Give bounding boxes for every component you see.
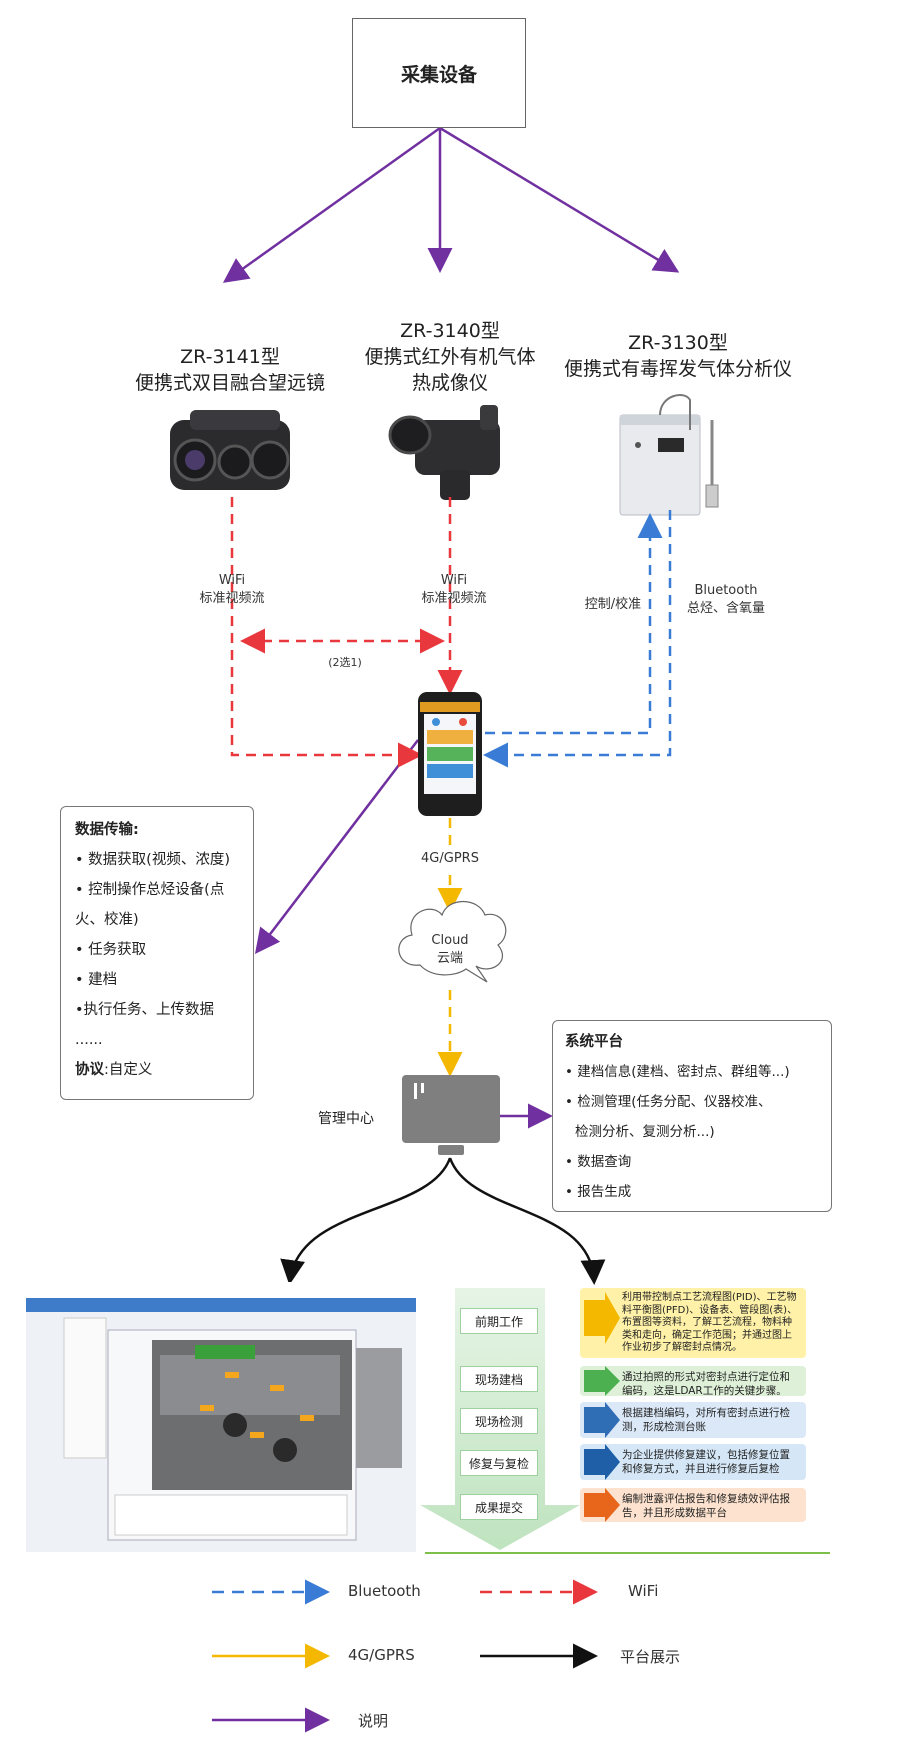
step-5: 成果提交 [460,1494,538,1520]
platform-item: • 数据查询 [565,1154,632,1170]
platform-item: 检测分析、复测分析...) [575,1124,715,1140]
acquisition-device-label: 采集设备 [400,63,477,86]
management-center-icon [402,1075,500,1155]
device-1-title: ZR-3141型 便携式双目融合望远镜 [115,344,345,396]
bluetooth-text: Bluetooth [694,583,758,598]
bluetooth-label: Bluetooth 总烃、含氧量 [676,582,776,618]
desc-5: 编制泄露评估报告和修复绩效评估报告，并且形成数据平台 [622,1493,790,1519]
bluetooth-sub: 总烃、含氧量 [686,601,765,616]
legend-lines [212,1579,598,1733]
device-3-model: ZR-3130型 [628,332,728,354]
data-transfer-item: ...... [75,1032,103,1048]
smartphone-icon [418,692,482,816]
data-transfer-title: 数据传输: [75,822,139,838]
cloud-label: Cloud 云端 [420,932,480,968]
wifi-1-sub: 标准视频流 [199,591,265,606]
device-3-title: ZR-3130型 便携式有毒挥发气体分析仪 [548,330,808,382]
data-transfer-item: • 控制操作总烃设备(点 [75,882,225,898]
legend-platform: 平台展示 [620,1648,681,1666]
cloud-icon [398,901,507,983]
desc-2: 通过拍照的形式对密封点进行定位和编码，这是LDAR工作的关键步骤。 [622,1371,790,1397]
desc-1: 利用带控制点工艺流程图(PID)、工艺物料平衡图(PFD)、设备表、管段图(表)… [622,1292,798,1353]
legend-wifi: WiFi [628,1582,659,1600]
device-2-name2: 热成像仪 [411,372,488,394]
data-transfer-box: 数据传输: • 数据获取(视频、浓度) • 控制操作总烃设备(点 火、校准) •… [60,806,254,1100]
wifi-1-label: WiFi 标准视频流 [186,572,278,608]
thermal-camera-icon [388,405,500,500]
data-transfer-item: • 数据获取(视频、浓度) [75,852,230,868]
data-transfer-item: 火、校准) [75,912,139,928]
wifi-links [230,497,463,768]
platform-item: • 建档信息(建档、密封点、群组等...) [565,1064,790,1080]
bluetooth-links [483,510,672,768]
device-3-name: 便携式有毒挥发气体分析仪 [563,358,792,380]
protocol-label: 协议 [75,1062,104,1078]
step-1: 前期工作 [460,1308,538,1334]
step-4: 修复与复检 [460,1450,538,1476]
choose-label: (2选1) [328,656,362,669]
wifi-2-sub: 标准视频流 [421,591,487,606]
platform-arrows [280,1157,606,1285]
binocular-icon [170,410,290,490]
cloud-sub: 云端 [436,951,463,966]
data-transfer-item: •执行任务、上传数据 [75,1002,215,1018]
protocol-line: 协议:自定义 [75,1055,239,1085]
purple-arrows [222,126,680,1129]
software-screenshot [26,1282,416,1552]
protocol-value: :自定义 [104,1062,153,1078]
wifi-2-label: WiFi 标准视频流 [408,572,500,608]
platform-item: • 检测管理(任务分配、仪器校准、 [565,1094,772,1110]
management-center-label: 管理中心 [318,1111,374,1127]
device-2-title: ZR-3140型 便携式红外有机气体 热成像仪 [335,318,565,396]
control-label: 控制/校准 [584,597,642,612]
device-2-model: ZR-3140型 [400,320,500,342]
data-transfer-item: • 任务获取 [75,942,147,958]
platform-item: • 报告生成 [565,1184,632,1200]
legend-bluetooth: Bluetooth [348,1582,421,1600]
legend-note: 说明 [358,1712,389,1730]
system-platform-title: 系统平台 [565,1034,623,1050]
gprs-label: 4G/GPRS [421,851,479,866]
system-platform-box: 系统平台 • 建档信息(建档、密封点、群组等...) • 检测管理(任务分配、仪… [552,1020,832,1212]
data-transfer-item: • 建档 [75,972,118,988]
gas-analyzer-icon [619,394,719,516]
device-2-name: 便携式红外有机气体 [364,346,536,368]
device-1-model: ZR-3141型 [180,346,280,368]
cloud-text: Cloud [431,933,469,948]
device-1-name: 便携式双目融合望远镜 [134,372,325,394]
step-3: 现场检测 [460,1408,538,1434]
wifi-2-text: WiFi [440,573,468,588]
legend-gprs: 4G/GPRS [348,1646,415,1664]
desc-4: 为企业提供修复建议，包括修复位置和修复方式，并且进行修复后复检 [622,1449,790,1475]
acquisition-device-box: 采集设备 [352,18,526,128]
wifi-1-text: WiFi [218,573,246,588]
desc-backgrounds [580,1288,806,1522]
desc-3: 根据建档编码，对所有密封点进行检测，形成检测台账 [622,1407,790,1433]
step-2: 现场建档 [460,1366,538,1392]
